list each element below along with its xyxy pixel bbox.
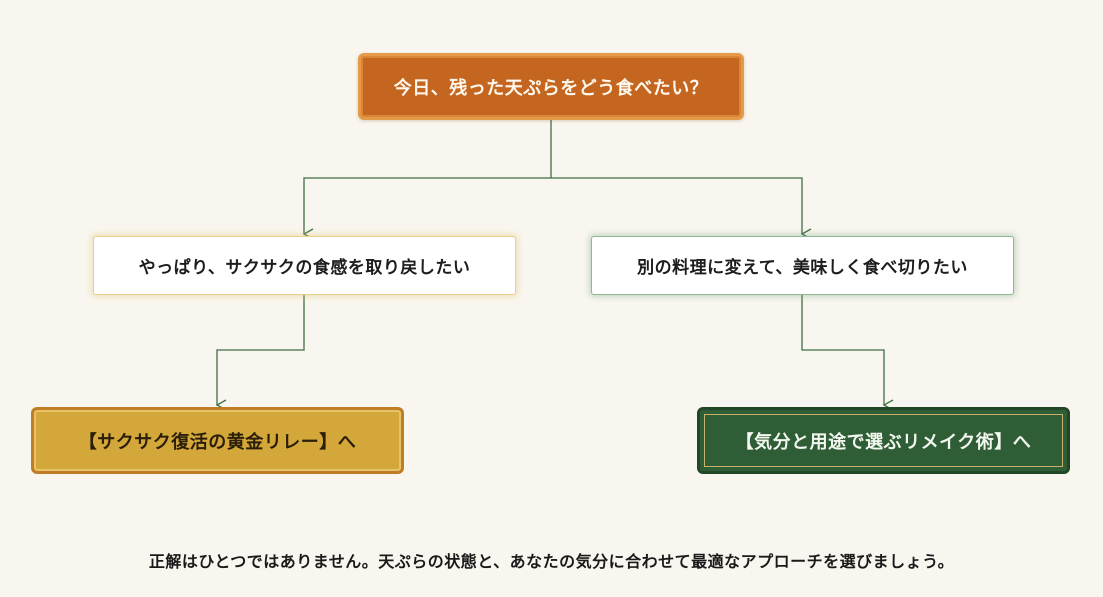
- outcome-remake-techniques-label: 【気分と用途で選ぶリメイク術】へ: [735, 431, 1032, 453]
- option-crispy-label: やっぱり、サクサクの食感を取り戻したい: [138, 258, 471, 278]
- option-crispy-node: やっぱり、サクサクの食感を取り戻したい: [93, 236, 516, 295]
- option-remake-node: 別の料理に変えて、美味しく食べ切りたい: [591, 236, 1014, 295]
- connector-root-branch-right: [551, 177, 812, 240]
- connector-left-option-to-outcome: [215, 295, 305, 411]
- outcome-remake-techniques-node: 【気分と用途で選ぶリメイク術】へ: [697, 407, 1070, 474]
- connector-root-branch-left: [302, 177, 551, 240]
- outcome-crispy-relay-label: 【サクサク復活の黄金リレー】へ: [78, 431, 357, 453]
- root-question-node: 今日、残った天ぷらをどう食べたい？: [358, 53, 744, 120]
- option-remake-label: 別の料理に変えて、美味しく食べ切りたい: [637, 258, 968, 278]
- outcome-crispy-relay-node: 【サクサク復活の黄金リレー】へ: [31, 407, 404, 474]
- connector-right-option-to-outcome: [801, 295, 894, 411]
- root-question-label: 今日、残った天ぷらをどう食べたい？: [393, 77, 709, 99]
- footer-note: 正解はひとつではありません。天ぷらの状態と、あなたの気分に合わせて最適なアプロー…: [148, 552, 955, 571]
